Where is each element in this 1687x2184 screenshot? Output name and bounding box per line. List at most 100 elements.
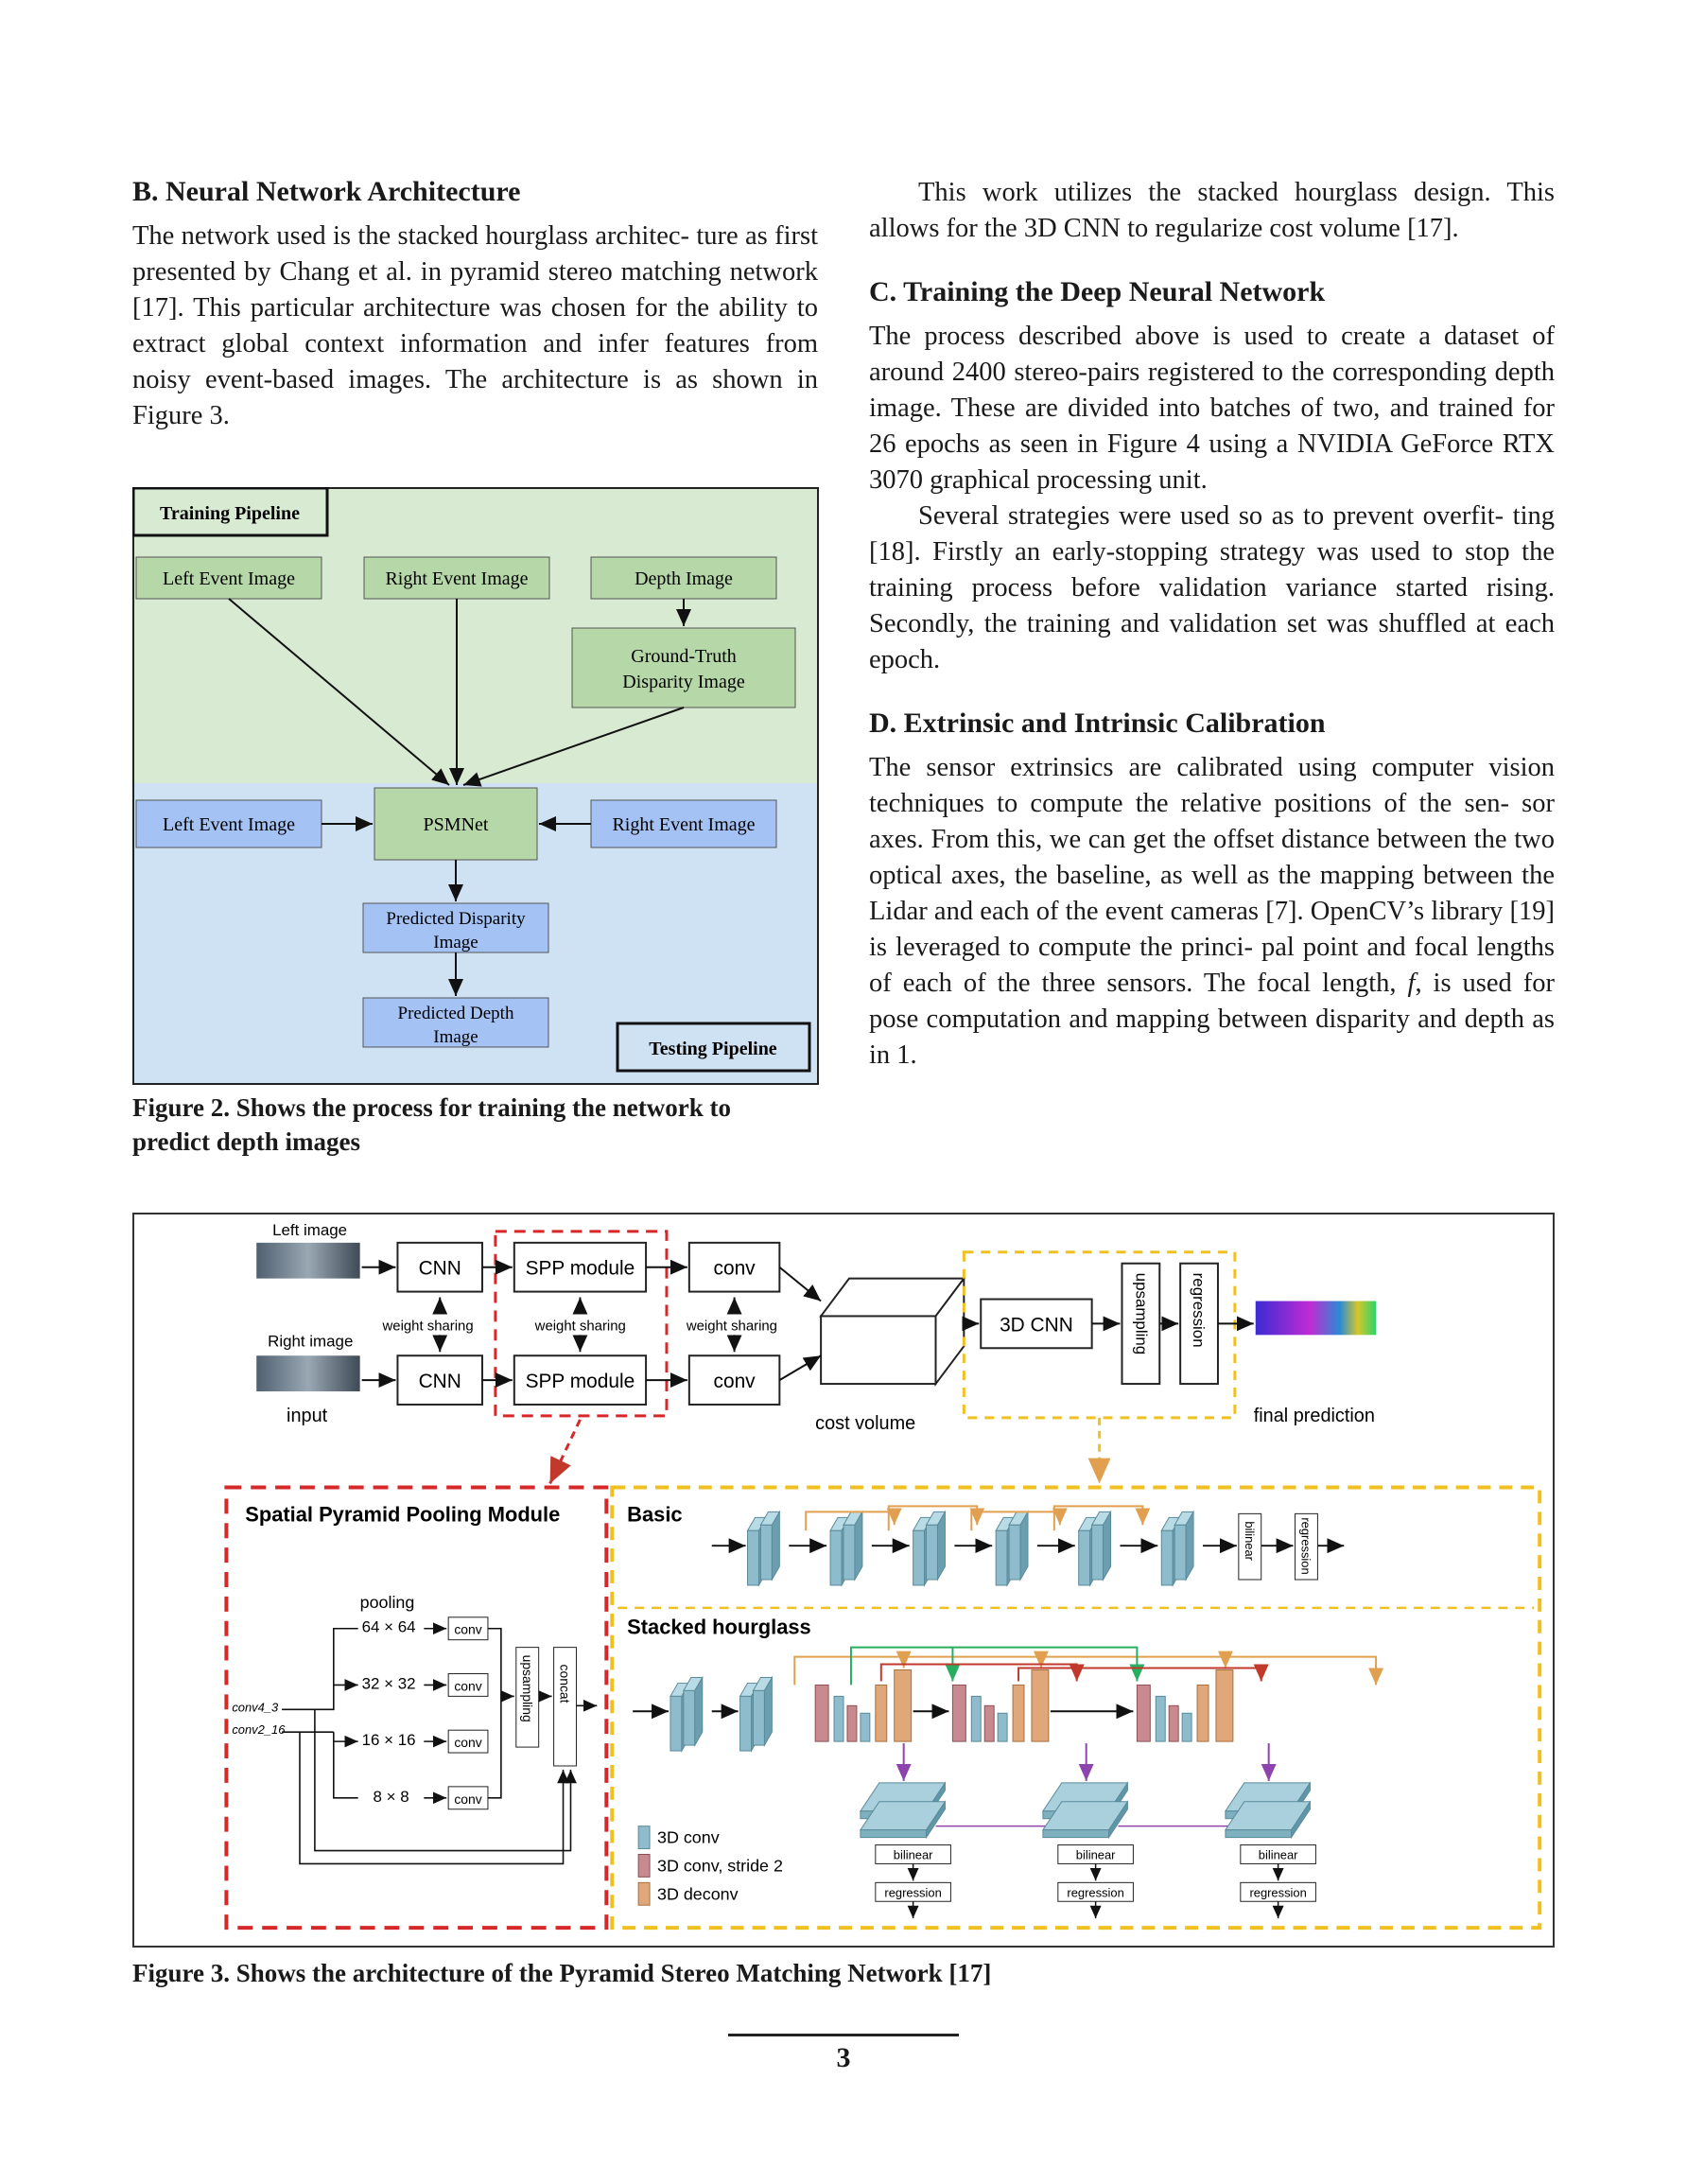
- spp-concat-box: concat: [553, 1647, 577, 1767]
- right-image-label: Right image: [268, 1332, 353, 1350]
- pooling-branch-16: 16 × 16 conv: [362, 1729, 489, 1754]
- figure-2-arrows: [228, 598, 691, 996]
- svg-text:Left Event Image: Left Event Image: [163, 568, 295, 589]
- svg-text:regression: regression: [1298, 1517, 1313, 1574]
- svg-text:Depth Image: Depth Image: [635, 568, 733, 589]
- pooling-branch-64: 64 × 64 conv: [362, 1616, 489, 1641]
- svg-text:Predicted Depth: Predicted Depth: [398, 1004, 514, 1023]
- svg-text:conv: conv: [714, 1258, 757, 1280]
- svg-text:CNN: CNN: [419, 1258, 461, 1280]
- output-head-2: bilinear regression: [1057, 1844, 1134, 1919]
- svg-text:conv: conv: [454, 1678, 481, 1693]
- svg-text:regression: regression: [1249, 1885, 1306, 1899]
- spp-module-title: Spatial Pyramid Pooling Module: [245, 1502, 560, 1526]
- spp-box-bottom: SPP module: [513, 1354, 648, 1406]
- svg-text:Left Event Image: Left Event Image: [163, 814, 295, 835]
- svg-text:bilinear: bilinear: [1076, 1847, 1116, 1861]
- hourglass-3: [1136, 1669, 1234, 1742]
- pooling-label: pooling: [360, 1593, 415, 1612]
- depth-image-box: Depth Image: [590, 556, 777, 600]
- psmnet-box: PSMNet: [374, 787, 538, 861]
- left-column: B. Neural Network Architecture The netwo…: [132, 175, 818, 434]
- spp-module-panel: [224, 1485, 609, 1931]
- final-prediction-image: [1255, 1301, 1377, 1336]
- svg-text:Training Pipeline: Training Pipeline: [160, 503, 300, 524]
- output-head-1: bilinear regression: [875, 1844, 951, 1919]
- svg-text:8 × 8: 8 × 8: [374, 1788, 409, 1806]
- left-image-thumbnail: [256, 1242, 360, 1279]
- section-c-paragraph-2: Several strategies were used so as to pr…: [869, 501, 1555, 674]
- svg-text:Image: Image: [433, 933, 478, 952]
- svg-text:16 × 16: 16 × 16: [362, 1731, 416, 1749]
- training-pipeline-label: Training Pipeline: [132, 487, 329, 537]
- figure-2-pipeline-diagram: Training Pipeline Left Event Image Right…: [132, 487, 819, 1085]
- conv-box-bottom: conv: [687, 1354, 781, 1406]
- svg-text:3D conv, stride 2: 3D conv, stride 2: [657, 1856, 783, 1875]
- cnn-box-bottom: CNN: [396, 1354, 483, 1406]
- ground-truth-disparity-box: Ground-Truth Disparity Image: [571, 627, 796, 708]
- svg-text:Image: Image: [433, 1027, 478, 1047]
- svg-text:bilinear: bilinear: [894, 1847, 933, 1861]
- figure-3-legend: 3D conv 3D conv, stride 2 3D deconv: [637, 1826, 783, 1906]
- svg-text:Predicted Disparity: Predicted Disparity: [386, 909, 526, 929]
- predicted-disparity-box: Predicted Disparity Image: [362, 902, 549, 953]
- section-b-heading: B. Neural Network Architecture: [132, 176, 521, 207]
- section-d-text-b: , is used for pose computation and mappi…: [869, 969, 1556, 1070]
- svg-text:regression: regression: [1067, 1885, 1123, 1899]
- left-image-label: Left image: [272, 1221, 347, 1239]
- svg-text:SPP module: SPP module: [526, 1371, 635, 1392]
- svg-text:Testing Pipeline: Testing Pipeline: [649, 1039, 777, 1059]
- upsampling-box: upsampling: [1121, 1262, 1161, 1386]
- svg-text:SPP module: SPP module: [526, 1258, 635, 1280]
- top-flow-arrows: [361, 1259, 1254, 1389]
- spp-box-top: SPP module: [513, 1241, 648, 1293]
- stacked-hourglass-row: bilinear regression bilinear regression …: [633, 1646, 1384, 1919]
- svg-text:upsampling: upsampling: [1132, 1273, 1150, 1354]
- svg-text:Right Event Image: Right Event Image: [612, 814, 755, 835]
- page-number: 3: [728, 2034, 959, 2074]
- section-d-text-a: The sensor extrinsics are calibrated usi…: [869, 753, 1555, 998]
- section-c-paragraph-1: The process described above is used to c…: [869, 322, 1555, 495]
- svg-text:64 × 64: 64 × 64: [362, 1618, 416, 1636]
- spp-zoom-connector: [548, 1419, 582, 1485]
- section-d-paragraph: The sensor extrinsics are calibrated usi…: [869, 750, 1555, 1074]
- svg-text:conv: conv: [714, 1371, 757, 1392]
- section-b-paragraph: The network used is the stacked hourglas…: [132, 221, 818, 430]
- train-right-event-box: Right Event Image: [363, 556, 550, 600]
- final-prediction-label: final prediction: [1254, 1406, 1375, 1426]
- spp-highlight-dashed: [494, 1230, 669, 1418]
- svg-text:PSMNet: PSMNet: [424, 814, 489, 835]
- svg-text:upsampling: upsampling: [520, 1655, 535, 1722]
- stacked-hourglass-label: Stacked hourglass: [627, 1616, 811, 1639]
- hourglass-1: [814, 1669, 913, 1742]
- testing-pipeline-label: Testing Pipeline: [616, 1022, 811, 1073]
- cost-volume-label: cost volume: [815, 1413, 915, 1434]
- cnn-box-top: CNN: [396, 1241, 483, 1293]
- svg-text:32 × 32: 32 × 32: [362, 1674, 416, 1692]
- conv-box-top: conv: [687, 1241, 781, 1293]
- 3dcnn-box: 3D CNN: [980, 1298, 1093, 1350]
- svg-text:bilinear: bilinear: [1259, 1847, 1298, 1861]
- spp-connectors: [282, 1622, 598, 1865]
- svg-text:conv: conv: [454, 1735, 481, 1750]
- svg-text:conv: conv: [454, 1791, 481, 1807]
- right-intro-paragraph: This work utilizes the stacked hourglass…: [869, 178, 1555, 243]
- basic-row: bilinear regression: [711, 1505, 1345, 1585]
- svg-text:regression: regression: [1190, 1273, 1208, 1348]
- right-column: This work utilizes the stacked hourglass…: [869, 175, 1555, 1074]
- svg-text:concat: concat: [558, 1665, 573, 1704]
- weight-sharing-label-1: weight sharing: [382, 1318, 474, 1334]
- right-image-thumbnail: [256, 1355, 360, 1392]
- pooling-branch-32: 32 × 32 conv: [362, 1672, 489, 1697]
- pooling-branch-8: 8 × 8 conv: [374, 1786, 489, 1810]
- svg-text:Disparity Image: Disparity Image: [622, 672, 745, 692]
- section-c-heading: C. Training the Deep Neural Network: [869, 276, 1326, 307]
- figure-3-caption: Figure 3. Shows the architecture of the …: [132, 1959, 992, 1987]
- 3dcnn-detail-panel: [610, 1485, 1542, 1931]
- basic-label: Basic: [627, 1502, 682, 1526]
- svg-text:3D conv: 3D conv: [657, 1828, 720, 1847]
- weight-sharing-label-2: weight sharing: [534, 1318, 626, 1334]
- section-d-heading: D. Extrinsic and Intrinsic Calibration: [869, 708, 1326, 739]
- figure-2-caption: Figure 2. Shows the process for training…: [132, 1093, 731, 1156]
- 3dcnn-highlight-dashed: [962, 1250, 1237, 1420]
